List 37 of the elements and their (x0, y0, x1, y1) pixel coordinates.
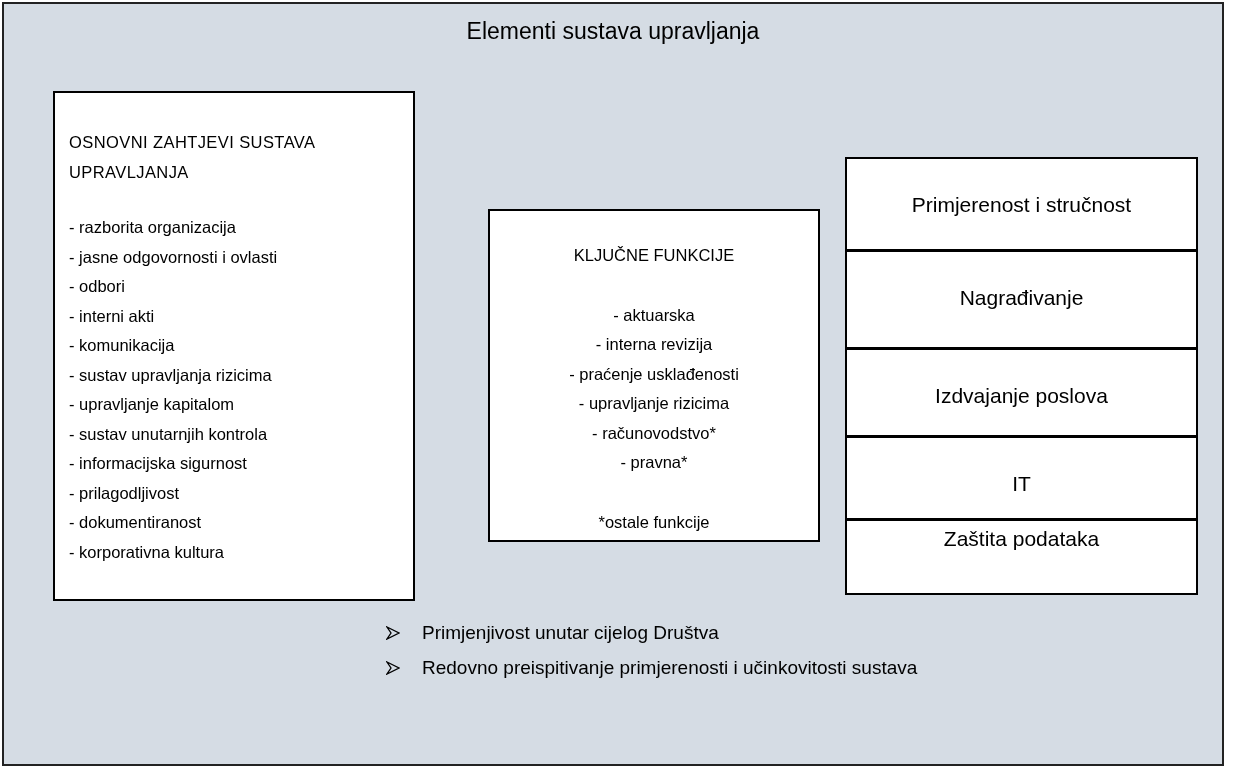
list-item: - interni akti (69, 305, 156, 327)
box-heading: OSNOVNI ZAHTJEVI SUSTAVA UPRAVLJANJA (69, 132, 316, 183)
list-item: - dokumentiranost (69, 512, 203, 533)
diagram-frame (2, 2, 1224, 766)
element-row (845, 519, 1198, 595)
frame-heading: Elementi sustava upravljanja (465, 17, 761, 46)
element-row (845, 348, 1198, 437)
footnote: *ostale funkcije (598, 511, 710, 533)
list-item: - razborita organizacija (69, 217, 237, 238)
list-item: - odbori (69, 276, 126, 297)
functions-box (488, 209, 820, 542)
list-item: - pravna* (620, 452, 688, 473)
row-label: IT (1012, 471, 1031, 497)
note-text: Redovno preispitivanje primjerenosti i učinkovitosti sustava (422, 655, 918, 680)
row-label: Zaštita podataka (943, 526, 1100, 552)
row-label: Izdvajanje poslova (935, 383, 1108, 409)
list-item: - informacijska sigurnost (69, 453, 248, 474)
row-label: Nagrađivanje (959, 285, 1084, 311)
requirements-box (53, 91, 415, 601)
list-item: - sustav upravljanja rizicima (69, 364, 273, 386)
list-item: - interna revizija (595, 334, 713, 355)
list-item: - aktuarska (613, 304, 695, 326)
list-item: - računovodstvo* (592, 422, 716, 444)
box-heading: KLJUČNE FUNKCIJE (573, 245, 735, 266)
list-item: - sustav unutarnjih kontrola (69, 423, 269, 445)
list-item: - korporativna kultura (69, 541, 225, 563)
list-item: - komunikacija (69, 335, 176, 356)
list-item: - praćenje usklađenosti (569, 363, 739, 385)
element-row (845, 436, 1198, 520)
list-item: - jasne odgovornosti i ovlasti (69, 246, 279, 268)
list-item: - upravljanje rizicima (578, 393, 730, 414)
element-row (845, 250, 1198, 349)
note-text: Primjenjivost unutar cijelog Društva (422, 621, 719, 645)
list-item: - prilagodljivost (69, 482, 181, 504)
element-row (845, 157, 1198, 251)
list-item: - upravljanje kapitalom (69, 394, 236, 415)
row-label: Primjerenost i stručnost (911, 192, 1132, 218)
